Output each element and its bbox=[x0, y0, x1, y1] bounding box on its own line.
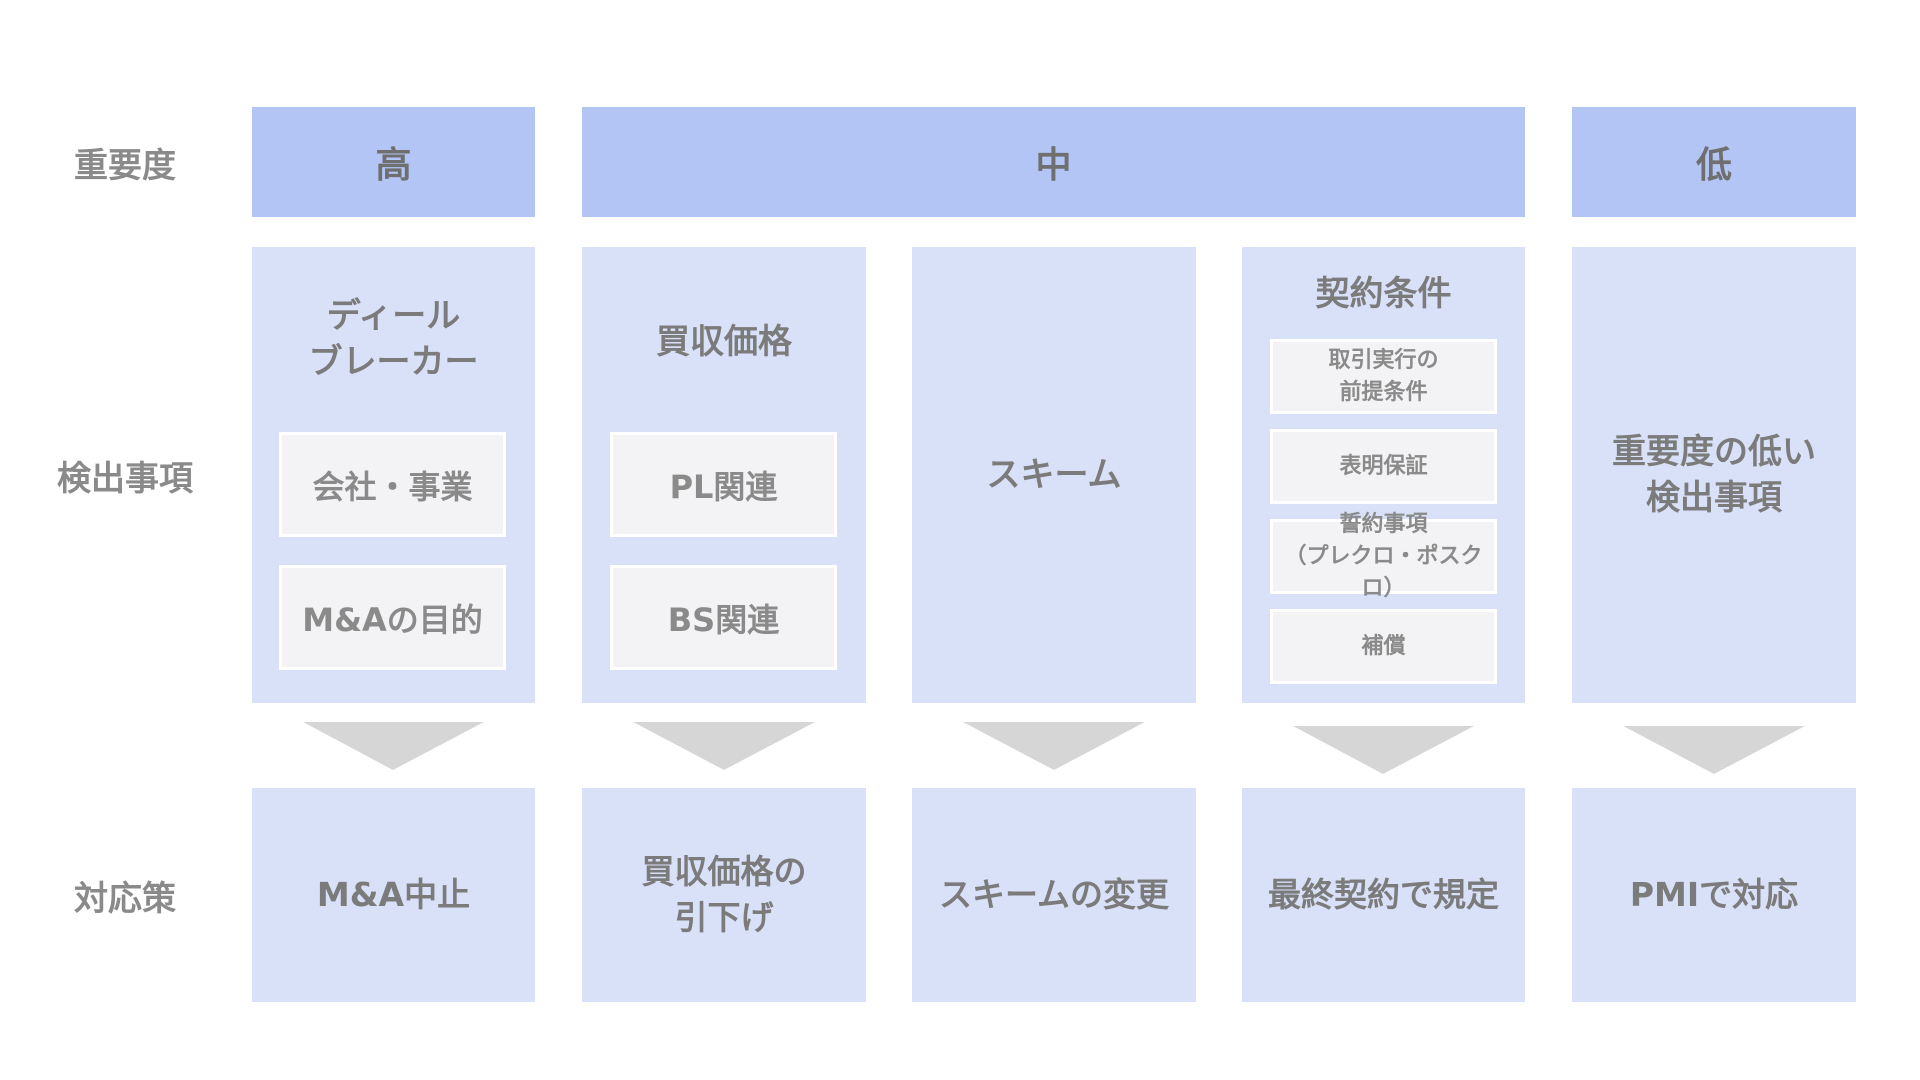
row-label-response: 対応策 bbox=[74, 878, 176, 919]
detected-item: 取引実行の 前提条件 bbox=[1270, 339, 1497, 414]
detected-item: 会社・事業 bbox=[279, 432, 506, 537]
detected-column-contract: 契約条件 取引実行の 前提条件 表明保証 誓約事項 （プレクロ・ポスクロ） 補償 bbox=[1242, 247, 1525, 703]
detected-column-scheme: スキーム bbox=[912, 247, 1196, 703]
detected-column-deal-breaker: ディール ブレーカー 会社・事業 M&Aの目的 bbox=[252, 247, 535, 703]
response-box: スキームの変更 bbox=[912, 788, 1196, 1002]
down-arrow-icon bbox=[1293, 726, 1474, 774]
importance-mid-header: 中 bbox=[582, 107, 1525, 217]
detected-column-low: 重要度の低い 検出事項 bbox=[1572, 247, 1856, 703]
detected-item: 表明保証 bbox=[1270, 429, 1497, 504]
response-box: PMIで対応 bbox=[1572, 788, 1856, 1002]
down-arrow-icon bbox=[303, 722, 484, 770]
importance-high-header: 高 bbox=[252, 107, 535, 217]
detected-item: 補償 bbox=[1270, 609, 1497, 684]
down-arrow-icon bbox=[963, 722, 1145, 770]
column-title: 買収価格 bbox=[656, 322, 792, 362]
column-title: 契約条件 bbox=[1315, 274, 1452, 314]
row-label-importance: 重要度 bbox=[74, 145, 176, 186]
down-arrow-icon bbox=[1623, 726, 1805, 774]
detected-item: M&Aの目的 bbox=[279, 565, 506, 670]
detected-item: PL関連 bbox=[610, 432, 837, 537]
response-box: 買収価格の 引下げ bbox=[582, 788, 866, 1002]
detected-item: BS関連 bbox=[610, 565, 837, 670]
response-box: M&A中止 bbox=[252, 788, 535, 1002]
importance-low-header: 低 bbox=[1572, 107, 1856, 217]
column-title: ディール ブレーカー bbox=[308, 296, 479, 382]
detected-column-price: 買収価格 PL関連 BS関連 bbox=[582, 247, 866, 703]
detected-item: 誓約事項 （プレクロ・ポスクロ） bbox=[1270, 512, 1497, 601]
response-box: 最終契約で規定 bbox=[1242, 788, 1525, 1002]
down-arrow-icon bbox=[633, 722, 815, 770]
row-label-detected: 検出事項 bbox=[57, 458, 193, 499]
